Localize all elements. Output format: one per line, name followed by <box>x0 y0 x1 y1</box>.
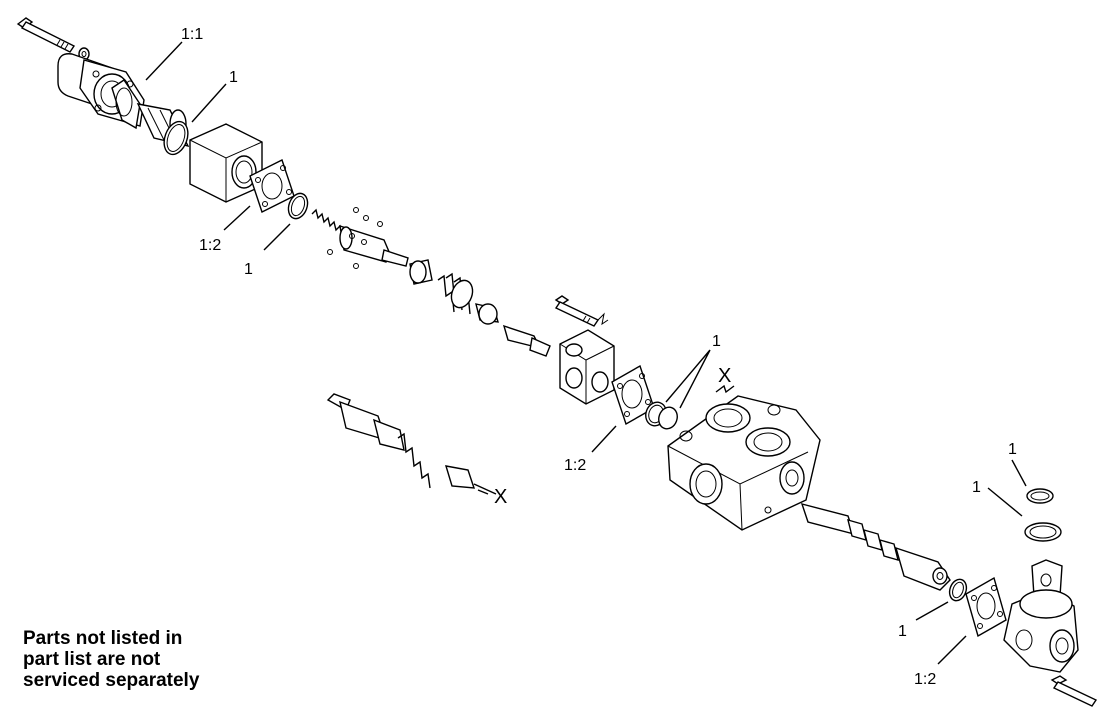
relief-cartridge <box>326 393 497 495</box>
bracket-bolt <box>554 295 609 327</box>
leader-lines <box>145 41 1027 665</box>
service-note: Parts not listed in part list are not se… <box>23 628 253 691</box>
break-line-upper <box>715 384 735 394</box>
callout-1-2-left: 1:2 <box>199 237 221 254</box>
gasket-plate-middle <box>611 364 655 426</box>
spring-cap <box>475 303 499 325</box>
callout-1-right-upper: 1 <box>1008 441 1017 458</box>
gasket-1-1 <box>111 79 141 130</box>
callout-1-bottom: 1 <box>898 623 907 640</box>
callout-1-2-middle: 1:2 <box>564 457 586 474</box>
valve-body <box>667 395 821 531</box>
callout-1-top: 1 <box>229 69 238 86</box>
detent-spool <box>339 224 409 267</box>
o-ring-upper-small <box>287 192 309 220</box>
detent-balls <box>327 207 383 269</box>
callout-1-right-lower: 1 <box>972 479 981 496</box>
o-ring-right-lower <box>1024 522 1062 542</box>
spring-large <box>437 272 474 315</box>
main-spool <box>800 502 951 591</box>
service-note-line-3: serviced separately <box>23 670 200 691</box>
gasket-plate-upper <box>249 159 295 213</box>
bracket-block <box>559 329 615 405</box>
square-housing <box>189 123 263 203</box>
break-mark-x-lower: X <box>494 486 507 508</box>
service-note-line-1: Parts not listed in <box>23 628 183 649</box>
o-rings-middle <box>645 401 678 430</box>
bushing <box>409 259 433 285</box>
o-ring-right-upper <box>1026 488 1054 504</box>
callout-1-1-top: 1:1 <box>181 26 203 43</box>
callout-1-left: 1 <box>244 261 253 278</box>
cap-screw-bottom-right <box>1050 675 1098 707</box>
gasket-plate-lower <box>965 576 1007 638</box>
cap-screw-top-left <box>16 17 76 53</box>
o-ring-top <box>163 120 189 156</box>
callout-1-middle: 1 <box>712 333 721 350</box>
service-note-line-2: part list are not <box>23 649 161 670</box>
break-mark-x-upper: X <box>718 365 731 387</box>
spool-stem <box>502 324 551 357</box>
callout-1-2-bottom: 1:2 <box>914 671 936 688</box>
break-line-lower <box>477 489 489 495</box>
o-ring-lower <box>948 578 968 602</box>
lever-housing <box>1003 559 1079 673</box>
